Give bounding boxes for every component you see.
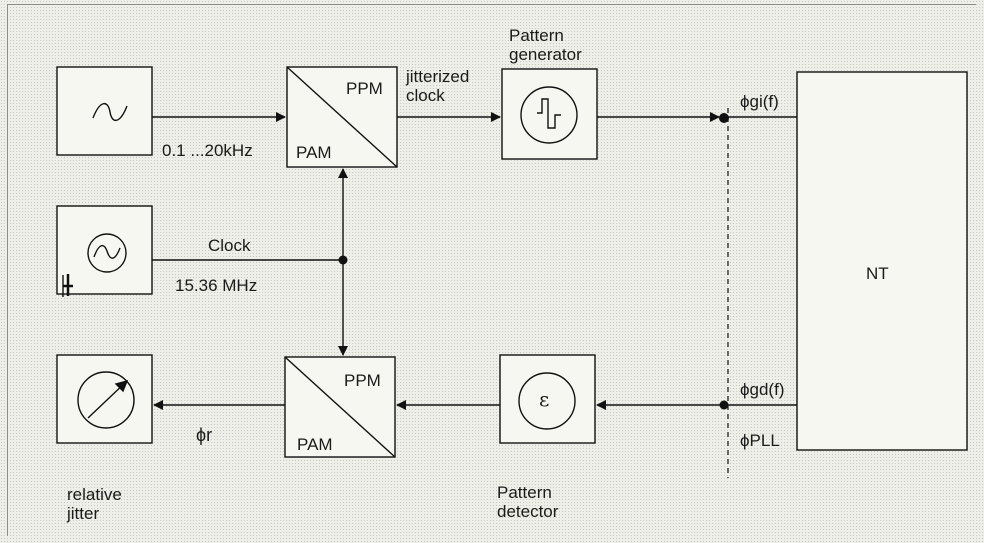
modulator-top-ppm-label: PPM: [346, 79, 383, 98]
function-generator-box: [56, 66, 153, 156]
nt-box: [796, 71, 968, 451]
meter-dial-icon: [77, 371, 135, 429]
input-junction-dot: [719, 400, 729, 410]
diagram-frame: [7, 4, 976, 536]
modulator-bottom-pam-label: PAM: [297, 435, 333, 454]
pattern-detector-icon: [518, 372, 576, 430]
clock-frequency-label: 15.36 MHz: [175, 276, 258, 295]
jitterized-label-line2: clock: [406, 86, 445, 105]
phi-gd-label: ϕgd(f): [740, 380, 785, 399]
pattern-generator-box: [501, 68, 598, 160]
phi-r-label: ϕr: [196, 425, 213, 445]
pattern-detector-label-line2: detector: [497, 502, 559, 521]
relative-jitter-label-line2: jitter: [67, 504, 100, 523]
pattern-detector-label-line1: Pattern: [497, 483, 552, 502]
pulse-waveform: [537, 98, 561, 129]
phi-pll-label: ϕPLL: [740, 431, 780, 450]
pattern-generator-label-line1: Pattern: [509, 26, 564, 45]
epsilon-symbol: ε: [539, 387, 550, 411]
phi-gi-label: ϕgi(f): [740, 92, 779, 111]
clock-generator-box: [56, 205, 153, 295]
clock-junction-dot: [338, 255, 348, 265]
output-junction-dot: [719, 113, 729, 123]
oscillator-frequency-label: 0.1 ...20kHz: [162, 141, 253, 160]
pattern-generator-label-line2: generator: [509, 45, 582, 64]
pattern-generator-icon: [520, 86, 578, 144]
modulator-bottom-ppm-label: PPM: [344, 371, 381, 390]
modulator-top-pam-label: PAM: [296, 143, 332, 162]
relative-jitter-label-line1: relative: [67, 485, 122, 504]
sine-icon: [92, 103, 128, 121]
crystal-icon: [62, 274, 73, 297]
jitterized-label-line1: jitterized: [406, 67, 470, 86]
clock-oscillator-icon: [87, 233, 127, 273]
clock-label: Clock: [208, 236, 251, 255]
nt-label: NT: [866, 264, 889, 283]
jitter-meter-box: [56, 354, 153, 444]
